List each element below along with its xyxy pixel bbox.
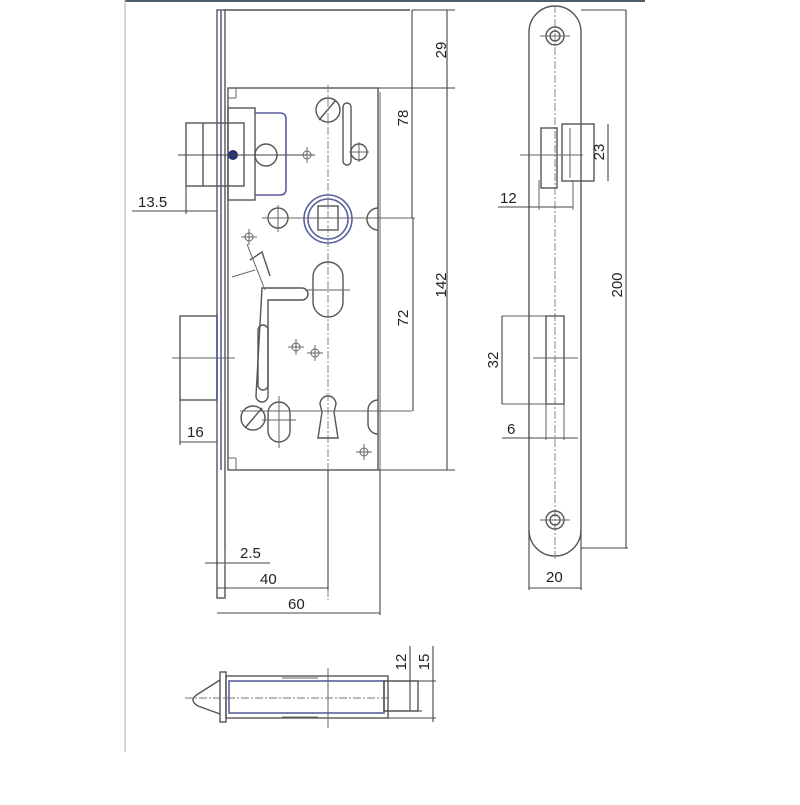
dim-60: 60 — [288, 596, 305, 613]
dim-32: 32 — [485, 352, 502, 369]
bottom-view: 12 15 — [185, 646, 436, 728]
dim-15: 15 — [416, 654, 433, 671]
screw-markers — [288, 339, 323, 361]
front-view: 29 78 142 72 13.5 16 2.5 — [132, 9, 455, 615]
bottom-features — [240, 395, 412, 460]
dim-72: 72 — [395, 310, 412, 327]
dim-20: 20 — [546, 569, 563, 586]
dim-2-5: 2.5 — [240, 545, 261, 562]
lock-case — [227, 87, 379, 471]
page-frame — [124, 0, 645, 752]
dim-78: 78 — [395, 110, 412, 127]
upper-screw — [315, 97, 369, 166]
keyhole — [317, 395, 339, 439]
dim-200: 200 — [609, 272, 626, 297]
strike-plate-view: 23 12 32 6 200 20 — [485, 5, 628, 590]
lever-mechanism — [231, 243, 350, 403]
dim-13-5: 13.5 — [138, 194, 167, 211]
deadbolt — [172, 315, 235, 401]
latch-bolt — [178, 107, 315, 201]
dim-23: 23 — [591, 144, 608, 161]
dim-40: 40 — [260, 571, 277, 588]
dim-12-bottom: 12 — [393, 654, 410, 671]
dim-142: 142 — [433, 272, 450, 297]
dim-29: 29 — [433, 42, 450, 59]
dim-16: 16 — [187, 424, 204, 441]
front-dimensions: 29 78 142 72 13.5 16 2.5 — [132, 9, 455, 615]
dim-6: 6 — [507, 421, 515, 438]
dim-12-strike: 12 — [500, 190, 517, 207]
